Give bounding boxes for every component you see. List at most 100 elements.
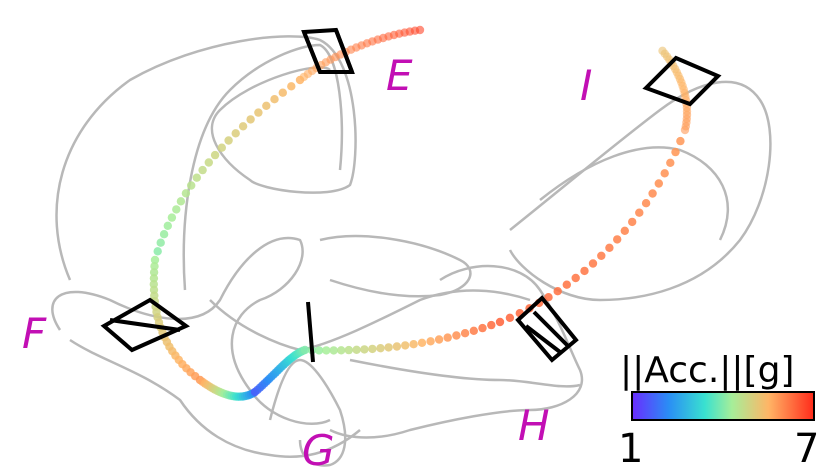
trajectory-point-37 — [198, 165, 207, 175]
trajectory-point-154 — [588, 259, 598, 268]
trajectory-point-32 — [231, 129, 240, 138]
trajectory-point-191 — [658, 46, 667, 55]
trajectory-point-153 — [580, 266, 589, 276]
outline-f — [51, 236, 331, 425]
label-i: I — [580, 61, 592, 110]
trajectory-point-167 — [676, 136, 685, 146]
trajectory-point-143 — [487, 320, 496, 330]
trajectory-point-156 — [605, 243, 614, 252]
trajectory-point-50 — [149, 268, 159, 277]
outline-h2 — [349, 358, 581, 388]
trajectory-point-125 — [337, 346, 346, 355]
trajectory-point-138 — [443, 333, 452, 342]
acceleration-trajectory — [149, 25, 692, 401]
label-g: G — [302, 426, 335, 475]
trajectory-point-132 — [392, 342, 402, 351]
trajectory-point-137 — [434, 335, 444, 344]
trajectory-point-29 — [254, 108, 263, 117]
frame-h — [515, 295, 579, 363]
attitude-frames — [100, 27, 722, 363]
trajectory-point-44 — [163, 221, 172, 230]
trajectory-point-51 — [149, 274, 159, 283]
colorbar: ||Acc.||[g] 1 7 — [618, 350, 819, 472]
trajectory-point-40 — [181, 189, 191, 198]
outline-center — [319, 234, 472, 298]
trajectory-point-162 — [648, 189, 657, 198]
trajectory-point-30 — [246, 115, 255, 124]
trajectory-point-144 — [495, 317, 505, 327]
label-f: F — [22, 309, 47, 358]
outline-g2 — [209, 289, 531, 352]
trajectory-point-47 — [153, 247, 162, 256]
trajectory-point-142 — [478, 323, 487, 333]
outline-e — [55, 35, 357, 281]
outline-i — [508, 80, 772, 302]
trajectory-point-165 — [666, 158, 675, 167]
trajectory-point-150 — [553, 287, 562, 296]
trajectory-point-26 — [278, 88, 287, 97]
outline-i2 — [539, 146, 730, 241]
colorbar-gradient — [631, 391, 815, 421]
trajectory-point-130 — [376, 344, 385, 353]
trajectory-point-122 — [314, 346, 324, 355]
trajectory-point-134 — [409, 340, 418, 349]
trajectory-point-42 — [172, 205, 181, 214]
trajectory-point-149 — [544, 293, 553, 302]
trajectory-point-35 — [210, 150, 220, 160]
trajectory-point-33 — [224, 136, 233, 145]
trajectory-point-27 — [270, 95, 279, 104]
trajectory-point-164 — [660, 169, 669, 178]
trajectory-point-127 — [352, 345, 361, 354]
trajectory-point-141 — [469, 326, 478, 335]
trajectory-point-48 — [150, 255, 160, 265]
trajectory-point-152 — [571, 273, 580, 283]
trajectory-point-136 — [426, 337, 435, 346]
trajectory-point-45 — [159, 230, 169, 239]
trajectory-point-161 — [641, 199, 651, 208]
trajectory-point-39 — [187, 181, 196, 190]
trajectory-point-120 — [300, 345, 310, 355]
frame-i — [642, 55, 722, 107]
trajectory-point-159 — [628, 217, 637, 227]
trajectory-point-145 — [505, 313, 515, 322]
trajectory-point-139 — [452, 331, 461, 340]
colorbar-title: ||Acc.||[g] — [620, 350, 794, 391]
trajectory-point-24 — [295, 75, 305, 85]
outline-h — [329, 264, 584, 439]
trajectory-point-160 — [635, 208, 644, 217]
trajectory-point-135 — [417, 338, 427, 347]
trajectory-point-25 — [287, 82, 296, 91]
outline-f2 — [69, 338, 361, 458]
trajectory-point-31 — [238, 122, 248, 131]
trajectory-point-49 — [150, 262, 159, 271]
trajectory-point-131 — [384, 343, 393, 352]
outline-g — [268, 358, 347, 467]
colorbar-max-label: 7 — [794, 426, 819, 472]
trajectory-point-43 — [167, 213, 177, 222]
trajectory-point-140 — [460, 329, 470, 338]
trajectory-point-166 — [671, 147, 680, 157]
trajectory-point-41 — [176, 197, 186, 206]
trajectory-point-128 — [360, 345, 369, 354]
trajectory-point-157 — [613, 235, 622, 244]
frame-g — [306, 301, 315, 363]
trajectory-point-38 — [192, 173, 201, 182]
trajectory-point-36 — [204, 158, 213, 167]
trajectory-point-126 — [344, 345, 353, 355]
trajectory-point-158 — [620, 226, 629, 235]
frame-e — [301, 27, 355, 74]
trajectory-point-133 — [401, 341, 410, 350]
trajectory-point-28 — [262, 101, 271, 111]
trajectory-point-163 — [654, 179, 663, 188]
label-h: H — [518, 401, 550, 450]
trajectory-point-155 — [597, 251, 606, 260]
colorbar-min-label: 1 — [618, 426, 643, 472]
trajectory-point-46 — [156, 238, 165, 247]
trajectory-point-123 — [322, 346, 331, 355]
label-e: E — [386, 51, 413, 100]
trajectory-point-151 — [562, 280, 571, 289]
trajectory-point-34 — [217, 143, 226, 152]
frame-f — [100, 297, 190, 353]
trajectory-point-124 — [329, 346, 338, 355]
